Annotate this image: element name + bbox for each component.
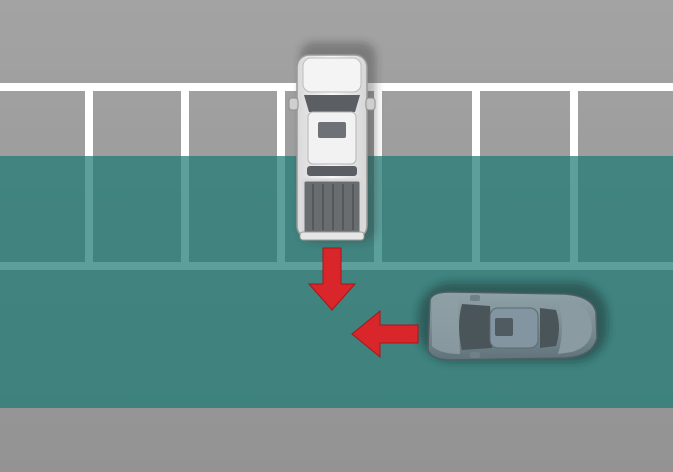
sedan-windshield — [459, 304, 492, 350]
truck-bed-ribs — [312, 184, 354, 230]
sedan-hood — [432, 298, 460, 354]
truck-mirror-right — [365, 97, 376, 111]
pickup-truck — [288, 54, 376, 241]
sedan-sunroof — [495, 318, 513, 336]
reverse-out-arrow — [307, 247, 357, 311]
sedan-rear-window — [540, 308, 559, 348]
truck-hood — [302, 57, 362, 93]
sedan-mirror-top — [470, 295, 480, 301]
sedan-mirror-bottom — [470, 352, 480, 358]
cross-traffic-arrow — [351, 309, 419, 359]
truck-tailgate — [299, 231, 365, 241]
truck-windshield — [304, 95, 360, 112]
truck-sunroof — [318, 122, 346, 138]
truck-mirror-left — [288, 97, 299, 111]
sedan — [427, 291, 598, 361]
truck-rear-window — [307, 166, 357, 176]
sedan-trunk — [558, 300, 592, 354]
